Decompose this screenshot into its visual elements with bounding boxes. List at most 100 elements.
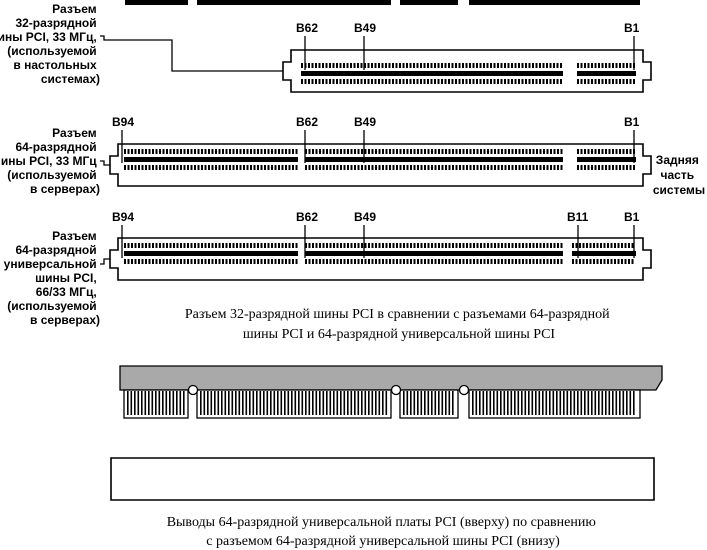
pin-contact [350, 259, 353, 264]
pin-contact [333, 243, 335, 248]
card-finger [322, 391, 325, 415]
pin-contact [163, 0, 166, 5]
pin-contact [225, 243, 228, 248]
pin-contact [420, 63, 422, 68]
card-finger [165, 391, 168, 415]
pin-contact [448, 149, 451, 154]
card-finger [273, 391, 276, 415]
pin-contact [214, 0, 217, 5]
pin-contact [546, 243, 549, 248]
pin-contact [409, 63, 412, 68]
pin-contact [560, 0, 562, 5]
pin-contact [131, 243, 133, 248]
card-finger [224, 391, 227, 415]
pin-contact [329, 79, 331, 84]
card-finger [605, 391, 607, 415]
pin-contact [264, 243, 266, 248]
pin-contact [215, 243, 217, 248]
card-finger [598, 391, 600, 415]
pin-contact [410, 259, 412, 264]
pin-contact [329, 149, 332, 154]
card-finger [445, 391, 447, 415]
pin-contact [385, 259, 388, 264]
pin-contact [434, 63, 436, 68]
pin-contact [308, 149, 311, 154]
pin-contact [442, 0, 444, 5]
pin-contact [431, 149, 433, 154]
pin-contact [409, 79, 412, 84]
slot64u-body [109, 237, 652, 281]
pin-contact [343, 149, 346, 154]
pin-contact [480, 259, 482, 264]
pin-contact [194, 243, 196, 248]
card-finger [235, 391, 237, 415]
slot64-body [109, 143, 652, 187]
card-finger [347, 391, 349, 415]
slot64u-pin-b94: B94 [112, 210, 134, 224]
pin-contact [218, 149, 221, 154]
pin-contact [201, 165, 203, 170]
pin-contact [211, 243, 214, 248]
pin-contact [141, 243, 144, 248]
card-finger [176, 391, 178, 415]
pin-contact [382, 243, 384, 248]
pin-contact [308, 79, 310, 84]
pin-contact [211, 259, 214, 264]
pin-contact [521, 79, 524, 84]
pin-contact [535, 63, 538, 68]
card-finger [563, 391, 565, 415]
pin-contact [347, 149, 349, 154]
pin-contact [587, 79, 590, 84]
pin-contact [420, 243, 423, 248]
pin-contact [388, 79, 391, 84]
pin-contact [236, 149, 238, 154]
pin-contact [546, 79, 548, 84]
pin-contact [246, 149, 249, 154]
pin-contact [584, 79, 586, 84]
pin-contact [490, 79, 492, 84]
pin-contact [504, 165, 507, 170]
pin-contact [260, 149, 263, 154]
pin-contact [572, 259, 574, 264]
pin-contact [529, 259, 531, 264]
pin-contact [624, 259, 627, 264]
pin-contact [375, 243, 377, 248]
pin-contact [577, 63, 579, 68]
pin-contact [455, 79, 457, 84]
pin-contact [626, 79, 628, 84]
pin-contact [325, 63, 328, 68]
pin-contact [364, 243, 367, 248]
pin-contact [235, 0, 238, 5]
card-finger [162, 391, 164, 415]
pin-contact [451, 79, 454, 84]
pin-contact [256, 0, 259, 5]
pin-contact [322, 79, 324, 84]
pin-contact [448, 165, 451, 170]
pin-contact [469, 79, 471, 84]
pin-contact [413, 79, 415, 84]
pin-contact [487, 165, 489, 170]
pin-contact [601, 165, 604, 170]
pin-contact [539, 63, 541, 68]
pin-contact [591, 0, 594, 5]
pin-contact [329, 243, 332, 248]
pin-contact [501, 165, 503, 170]
pin-contact [336, 243, 339, 248]
pin-contact [375, 0, 378, 5]
pin-contact [616, 0, 618, 5]
pin-contact [423, 79, 426, 84]
pin-contact [302, 0, 304, 5]
card-finger [587, 391, 590, 415]
card-finger [350, 391, 353, 415]
pin-contact [312, 243, 314, 248]
pin-contact [343, 79, 345, 84]
pin-contact [456, 0, 458, 5]
pin-contact [343, 259, 346, 264]
pin-contact [246, 165, 249, 170]
pin-contact [204, 149, 207, 154]
pin-contact [357, 63, 359, 68]
pin-contact [292, 165, 294, 170]
card-finger [270, 391, 272, 415]
pin-contact [601, 63, 604, 68]
